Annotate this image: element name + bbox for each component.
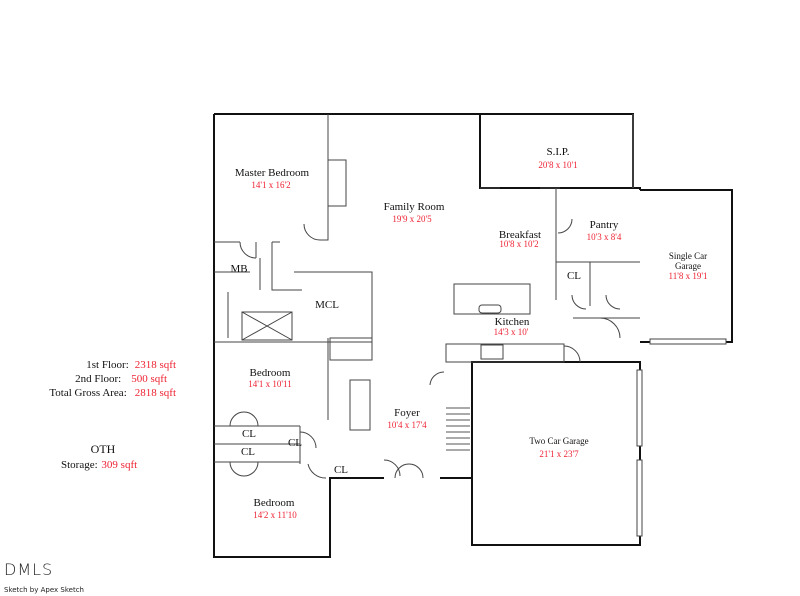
room-name-cl-3: CL — [287, 437, 303, 449]
room-name-mcl: MCL — [315, 299, 339, 311]
room-dims-foyer: 10'4 x 17'4 — [387, 420, 427, 430]
room-name-two-car-garage: Two Car Garage — [529, 436, 589, 446]
room-dims-kitchen: 14'3 x 10' — [493, 327, 529, 337]
room-dims-pantry: 10'3 x 8'4 — [586, 232, 622, 242]
first-floor-value: 2318 sqft — [134, 359, 176, 371]
room-dims-two-car-garage: 21'1 x 23'7 — [539, 449, 579, 459]
room-name-pantry: Pantry — [589, 219, 619, 231]
room-name-master-bedroom: Master Bedroom — [234, 167, 310, 179]
room-dims-family-room: 19'9 x 20'5 — [392, 214, 432, 224]
room-name-family-room: Family Room — [383, 201, 445, 213]
area-summary: 1st Floor: 2318 sqft 2nd Floor: 500 sqft T… — [0, 358, 210, 400]
total-gross-value: 2818 sqft — [134, 387, 176, 399]
watermark-logo: DMLS — [4, 560, 54, 579]
room-name-single-car-garage: Single Car — [668, 251, 708, 261]
room-name-mb: MB — [230, 263, 248, 275]
first-floor-label: 1st Floor: — [86, 359, 129, 371]
room-dims-single-car-garage: 11'8 x 19'1 — [668, 271, 708, 281]
sketch-credit: Sketch by Apex Sketch — [4, 586, 84, 594]
room-dims-sip: 20'8 x 10'1 — [538, 160, 578, 170]
room-name-bedroom-2: Bedroom — [253, 497, 295, 509]
room-name-foyer: Foyer — [394, 407, 420, 419]
room-name-bedroom-1: Bedroom — [249, 367, 291, 379]
second-floor-label: 2nd Floor: — [75, 373, 122, 385]
room-name-single-car-garage-line2: Garage — [675, 261, 701, 271]
room-name-cl-pantry: CL — [566, 270, 582, 282]
room-name-cl-1: CL — [241, 428, 257, 440]
room-name-breakfast: Breakfast — [498, 229, 542, 241]
room-name-kitchen: Kitchen — [494, 316, 530, 328]
room-name-sip: S.I.P. — [546, 146, 570, 158]
oth-title: OTH — [90, 442, 116, 456]
storage-row: Storage: 309 sqft — [61, 459, 137, 471]
room-name-cl-4: CL — [333, 464, 349, 476]
storage-value: 309 sqft — [101, 459, 138, 471]
room-dims-master-bedroom: 14'1 x 16'2 — [251, 180, 291, 190]
second-floor-value: 500 sqft — [131, 373, 167, 385]
storage-label: Storage: — [61, 459, 98, 471]
room-name-cl-2: CL — [240, 446, 256, 458]
total-gross-label: Total Gross Area: — [49, 387, 127, 399]
room-dims-bedroom-2: 14'2 x 11'10 — [253, 510, 297, 520]
room-dims-bedroom-1: 14'1 x 10'11 — [248, 379, 292, 389]
room-dims-breakfast: 10'8 x 10'2 — [499, 239, 539, 249]
